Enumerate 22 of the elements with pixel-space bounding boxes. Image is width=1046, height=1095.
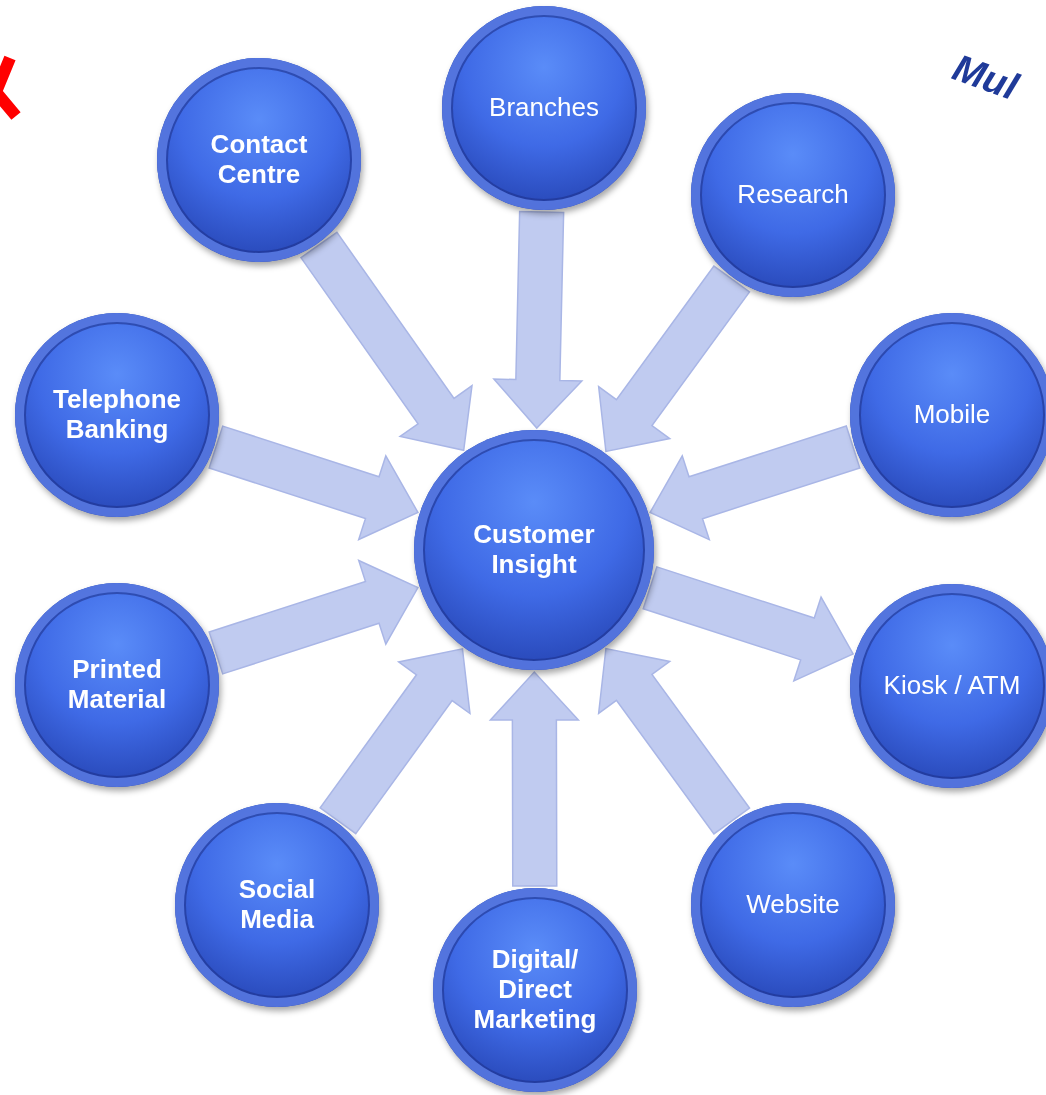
node-label: Social Media — [237, 875, 317, 935]
node-label: Contact Centre — [209, 130, 309, 190]
node-label: Digital/ Direct Marketing — [472, 945, 598, 1035]
block-arrow — [597, 265, 751, 453]
heading-fragment: Mul — [947, 46, 1024, 109]
node-label: Research — [737, 180, 849, 210]
node-label: Kiosk / ATM — [883, 671, 1021, 701]
node-label: Printed Material — [66, 655, 168, 715]
block-arrow — [492, 210, 584, 430]
node-label: Branches — [489, 93, 599, 123]
block-arrow — [488, 670, 581, 887]
node-label: Website — [746, 890, 840, 920]
block-arrow — [299, 231, 473, 452]
block-arrow — [597, 647, 751, 835]
node-label: Telephone Banking — [51, 385, 183, 445]
block-arrow — [208, 425, 419, 541]
block-arrow — [208, 559, 419, 675]
block-arrow — [319, 647, 471, 835]
block-arrow — [642, 565, 855, 683]
node-label: Customer Insight — [472, 520, 596, 580]
block-arrow — [649, 425, 861, 541]
node-label: Mobile — [913, 400, 991, 430]
